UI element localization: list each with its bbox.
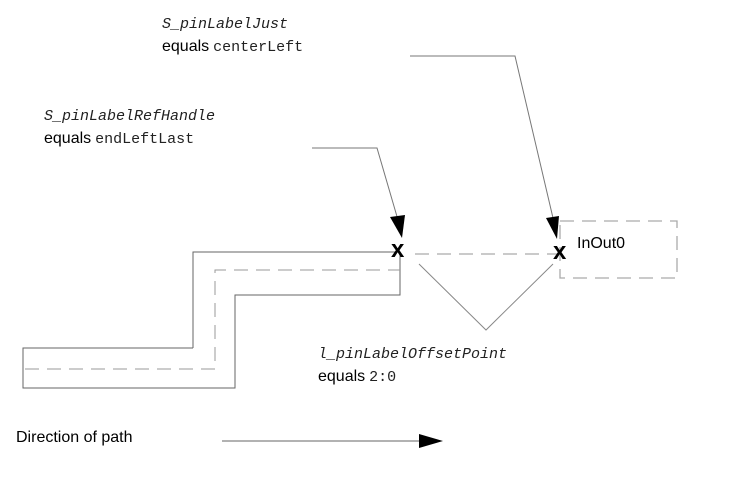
pin-label-box: [559, 220, 678, 279]
ref-handle-value: endLeftLast: [95, 131, 195, 148]
label-just-arrowhead: [546, 216, 559, 239]
ref-handle-marker-icon: x: [391, 236, 405, 263]
offset-point-value: 2:0: [369, 369, 397, 386]
label-origin-marker-icon: x: [553, 238, 567, 265]
pin-label-text: InOut0: [577, 235, 626, 252]
ref-handle-name: S_pinLabelRefHandle: [44, 108, 216, 125]
label-just-name: S_pinLabelJust: [162, 16, 289, 33]
direction-label: Direction of path: [16, 429, 133, 446]
offset-point-annotation: l_pinLabelOffsetPoint equals 2:0: [318, 344, 507, 389]
direction-arrowhead: [419, 434, 443, 448]
label-just-leader: [410, 55, 554, 219]
label-just-value: centerLeft: [213, 39, 304, 56]
label-just-equals: equals: [162, 38, 210, 55]
ref-handle-leader: [312, 147, 399, 221]
offset-leader-line: [418, 263, 554, 331]
path-outline-lower: [192, 251, 400, 348]
offset-point-name: l_pinLabelOffsetPoint: [318, 346, 508, 363]
label-just-annotation: S_pinLabelJust equals centerLeft: [162, 14, 303, 59]
offset-point-equals: equals: [318, 368, 366, 385]
path-centerline: [25, 269, 400, 370]
ref-handle-arrowhead: [390, 215, 405, 238]
ref-handle-annotation: S_pinLabelRefHandle equals endLeftLast: [44, 106, 215, 151]
ref-handle-equals: equals: [44, 130, 92, 147]
